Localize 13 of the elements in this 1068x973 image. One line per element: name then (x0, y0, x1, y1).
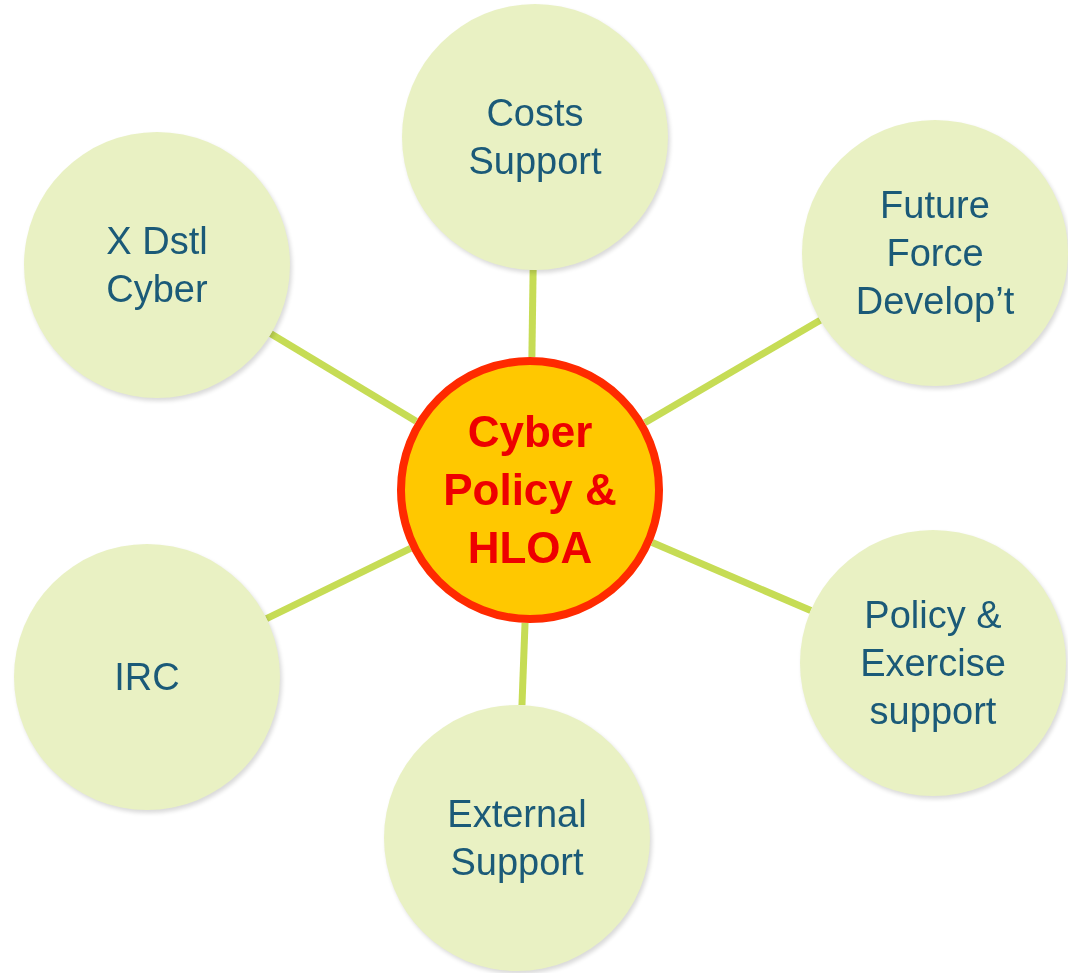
node-label: External Support (446, 792, 588, 885)
node-label: Policy & Exercise support (859, 593, 1007, 734)
connector-line (264, 545, 413, 622)
connector-line (643, 317, 822, 426)
connector-line (518, 622, 529, 706)
connector-line (528, 269, 537, 358)
node-label: X Dstl Cyber (105, 219, 209, 312)
node-label: Future Force Develop’t (854, 183, 1016, 324)
node-label: Costs Support (467, 91, 603, 184)
connector-line (650, 539, 813, 614)
node-label: IRC (114, 655, 180, 700)
connector-line (269, 330, 418, 425)
node-label: Cyber Policy & HLOA (442, 406, 618, 574)
